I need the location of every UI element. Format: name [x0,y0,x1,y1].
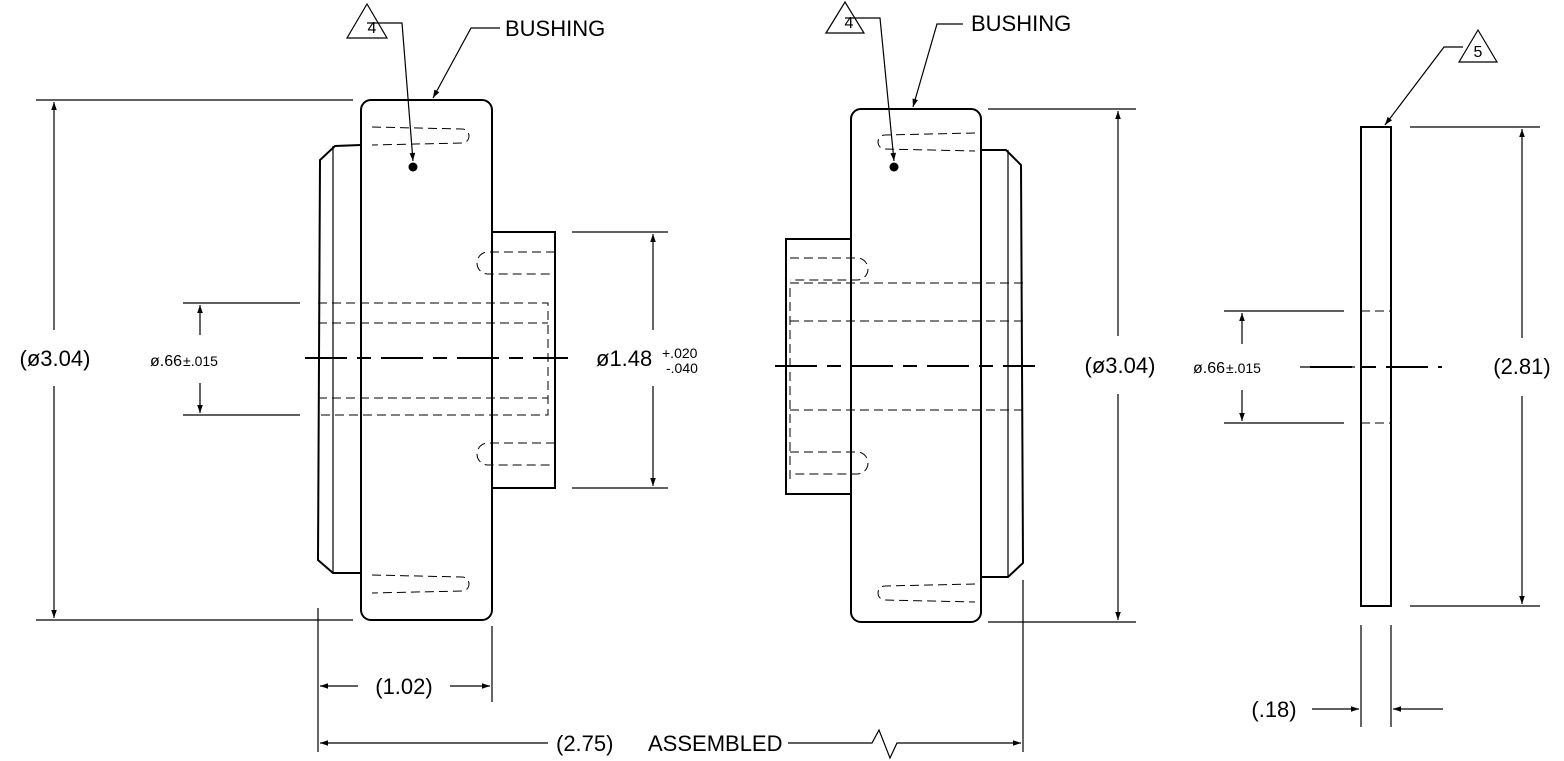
assembled-dimension: (2.75) ASSEMBLED [320,580,1024,760]
left-bushing-view: (ø3.04) ø.66±.015 ø1.48 +.020 -.040 (1.0… [20,2,698,752]
middle-overall-dia-label: (ø3.04) [1085,353,1156,378]
right-plate-view: ø.66±.015 (2.81) (.18) 5 [1193,28,1551,727]
right-bore-dia-label: ø.66±.015 [1193,360,1261,377]
left-width-label: (1.02) [375,674,432,699]
left-marking-dot [408,162,418,172]
left-hub-tol-minus: -.040 [666,360,698,376]
middle-bushing-label: BUSHING [971,11,1071,36]
left-bore-dia-label: ø.66±.015 [150,353,218,370]
middle-back-plate [981,149,1025,578]
left-overall-dia-label: (ø3.04) [20,346,91,371]
left-hub-dia-label: ø1.48 [596,346,652,371]
middle-flag-number: 4 [845,15,854,32]
middle-marking-dot [889,162,899,172]
assembled-label: ASSEMBLED [648,731,783,756]
left-flag-triangle [345,2,389,39]
left-flag-number: 4 [368,20,377,37]
left-back-plate [316,144,362,574]
left-bushing-label: BUSHING [505,16,605,41]
right-flag-triangle [1457,28,1499,63]
left-hub [492,231,556,489]
right-height-label: (2.81) [1493,354,1550,379]
right-thickness-label: (.18) [1251,697,1296,722]
left-hub-tol-plus: +.020 [662,345,698,361]
assembled-length-label: (2.75) [556,731,613,756]
right-flag-number: 5 [1474,44,1483,61]
left-flange [360,99,493,621]
middle-bushing-view: (ø3.04) 4 BUSHING [775,0,1156,623]
